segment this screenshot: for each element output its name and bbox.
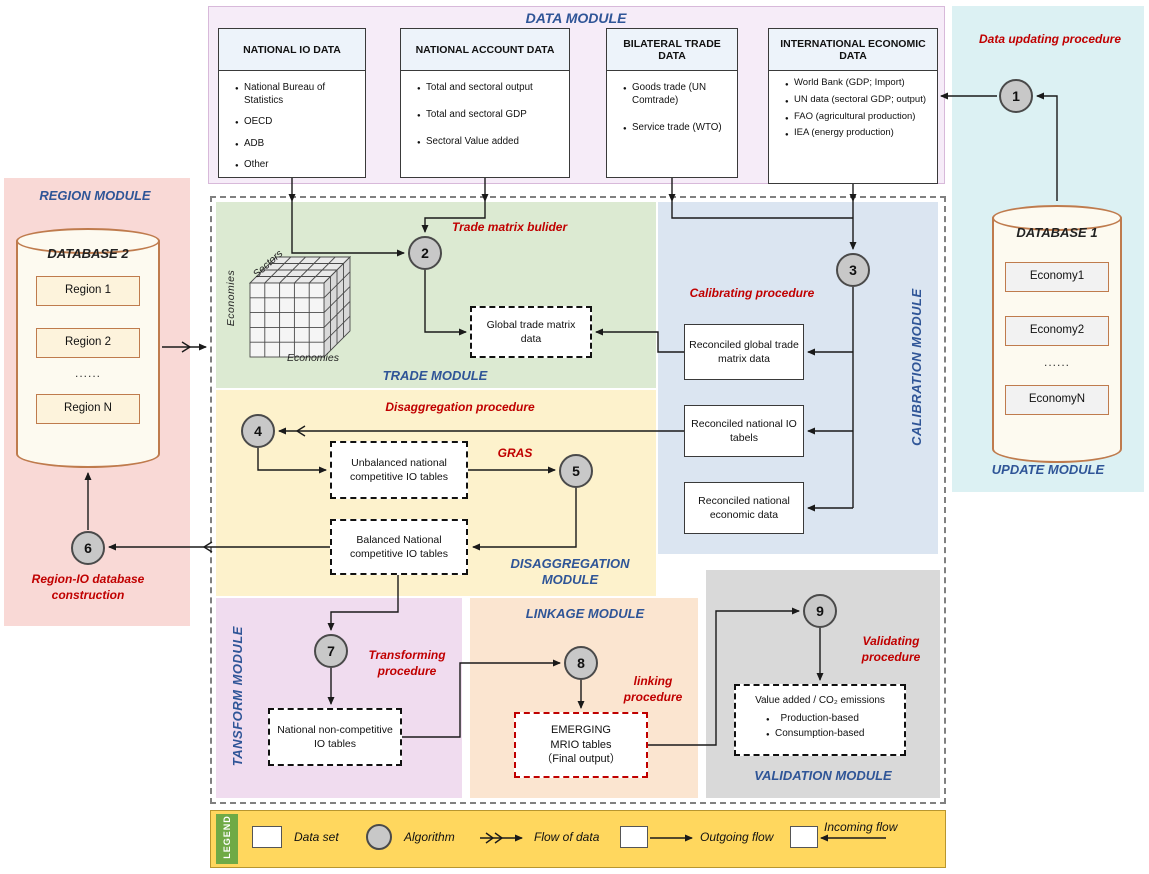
list-item: Sectoral Value added [417, 135, 565, 148]
transform-module [216, 598, 462, 798]
list-item: Service trade (WTO) [623, 121, 733, 134]
algorithm-circle-9: 9 [803, 594, 837, 628]
update-module-title: UPDATE MODULE [991, 462, 1105, 477]
bilateral-trade-data-title: BILATERAL TRADE DATA [607, 29, 737, 71]
international-economic-data-items: World Bank (GDP; Import) UN data (sector… [769, 71, 937, 148]
legend-label: LEGEND [222, 815, 232, 859]
database-cylinder-top [992, 205, 1122, 231]
region-item: Region N [36, 394, 140, 424]
trade-matrix-builder-label: Trade matrix bulider [452, 220, 568, 234]
list-item: FAO (agricultural production) [785, 111, 933, 124]
algorithm-circle-8: 8 [564, 646, 598, 680]
gras-label: GRAS [497, 446, 533, 460]
transform-module-title: TANSFORM MODULE [229, 626, 245, 767]
reconciled-national-economic-box: Reconciled national economic data [684, 482, 804, 534]
algorithm-circle-4: 4 [241, 414, 275, 448]
algorithm-circle-icon [366, 824, 392, 850]
validating-procedure-label: Validating procedure [861, 634, 921, 664]
economy-item: Economy1 [1005, 262, 1109, 292]
legend-algorithm-label: Algorithm [404, 830, 455, 844]
international-economic-data-box: INTERNATIONAL ECONOMIC DATA World Bank (… [768, 28, 938, 184]
list-item: UN data (sectoral GDP; output) [785, 94, 933, 107]
database-1-title: DATABASE 1 [1016, 225, 1098, 240]
list-item: IEA (energy production) [785, 127, 933, 140]
economy-item: Economy2 [1005, 316, 1109, 346]
value-added-items: Production-based Consumption-based [740, 708, 865, 741]
database-cylinder-top [16, 228, 160, 254]
list-item: Other [235, 158, 361, 171]
list-item: World Bank (GDP; Import) [785, 77, 933, 90]
international-economic-data-title: INTERNATIONAL ECONOMIC DATA [769, 29, 937, 71]
economy-item: EconomyN [1005, 385, 1109, 415]
list-item: Production-based [766, 712, 865, 726]
list-item: Total and sectoral output [417, 81, 565, 94]
final-output-line3: （Final output） [541, 753, 621, 766]
calibration-module-title: CALIBRATION MODULE [908, 288, 924, 446]
list-item: ADB [235, 137, 361, 150]
legend-flow-label: Flow of data [534, 830, 600, 844]
national-io-data-box: NATIONAL IO DATA National Bureau of Stat… [218, 28, 366, 178]
list-item: OECD [235, 115, 361, 128]
cube-axis-economies-bottom-label: Economies [287, 352, 339, 364]
bilateral-trade-data-items: Goods trade (UN Comtrade) Service trade … [607, 71, 737, 153]
legend-strip [216, 814, 238, 864]
database-2: DATABASE 2 Region 1 Region 2 ...... Regi… [16, 228, 160, 468]
validation-module-title: VALIDATION MODULE [754, 768, 892, 783]
bilateral-trade-data-box: BILATERAL TRADE DATA Goods trade (UN Com… [606, 28, 738, 178]
national-io-data-items: National Bureau of Statistics OECD ADB O… [219, 71, 365, 183]
legend-dataset-label: Data set [294, 830, 339, 844]
algorithm-circle-6: 6 [71, 531, 105, 565]
algorithm-circle-3: 3 [836, 253, 870, 287]
list-item: Consumption-based [766, 727, 865, 741]
legend-outgoing-label: Outgoing flow [700, 830, 774, 844]
global-trade-matrix-data-box: Global trade matrix data [470, 306, 592, 358]
outgoing-flow-icon [620, 826, 648, 848]
ellipsis-label: ...... [1043, 355, 1070, 369]
national-account-data-items: Total and sectoral output Total and sect… [401, 71, 569, 167]
dataset-swatch-icon [252, 826, 282, 848]
region-module-title: REGION MODULE [39, 188, 151, 203]
algorithm-circle-2: 2 [408, 236, 442, 270]
region-item: Region 1 [36, 276, 140, 306]
final-output-line1: EMERGING [551, 723, 611, 736]
data-updating-procedure-label: Data updating procedure [978, 32, 1121, 46]
balanced-io-tables-box: Balanced National competitive IO tables [330, 519, 468, 575]
linkage-module-title: LINKAGE MODULE [525, 606, 645, 621]
final-output-line2: MRIO tables [550, 738, 612, 751]
unbalanced-io-tables-box: Unbalanced national competitive IO table… [330, 441, 468, 499]
trade-module-title: TRADE MODULE [382, 368, 488, 383]
emerging-mrio-final-output-box: EMERGING MRIO tables （Final output） [514, 712, 648, 778]
cube-axis-economies-left-label: Economies [225, 269, 237, 327]
trade-cube-icon [248, 255, 352, 359]
algorithm-circle-1: 1 [999, 79, 1033, 113]
data-module-title: DATA MODULE [525, 10, 627, 26]
region-io-construction-label: Region-IO database construction [31, 572, 145, 602]
reconciled-global-trade-box: Reconciled global trade matrix data [684, 324, 804, 380]
national-io-data-title: NATIONAL IO DATA [219, 29, 365, 71]
disaggregation-module-title: DISAGGREGATION MODULE [510, 556, 630, 588]
linking-procedure-label: linking procedure [623, 674, 683, 704]
value-added-title: Value added / CO₂ emissions [755, 695, 885, 706]
list-item: National Bureau of Statistics [235, 81, 361, 107]
list-item: Total and sectoral GDP [417, 108, 565, 121]
disaggregation-procedure-label: Disaggregation procedure [385, 400, 535, 414]
incoming-flow-icon [790, 826, 818, 848]
national-noncompetitive-io-box: National non-competitive IO tables [268, 708, 402, 766]
legend-incoming-label: Incoming flow [824, 820, 898, 834]
list-item: Goods trade (UN Comtrade) [623, 81, 733, 107]
reconciled-national-io-box: Reconciled national IO tabels [684, 405, 804, 457]
calibrating-procedure-label: Calibrating procedure [689, 286, 815, 300]
national-account-data-title: NATIONAL ACCOUNT DATA [401, 29, 569, 71]
transforming-procedure-label: Transforming procedure [368, 648, 446, 678]
database-2-title: DATABASE 2 [47, 246, 129, 261]
database-1: DATABASE 1 Economy1 Economy2 ...... Econ… [992, 205, 1122, 463]
value-added-emissions-box: Value added / CO₂ emissions Production-b… [734, 684, 906, 756]
algorithm-circle-5: 5 [559, 454, 593, 488]
national-account-data-box: NATIONAL ACCOUNT DATA Total and sectoral… [400, 28, 570, 178]
algorithm-circle-7: 7 [314, 634, 348, 668]
ellipsis-label: ...... [74, 366, 101, 380]
region-item: Region 2 [36, 328, 140, 358]
